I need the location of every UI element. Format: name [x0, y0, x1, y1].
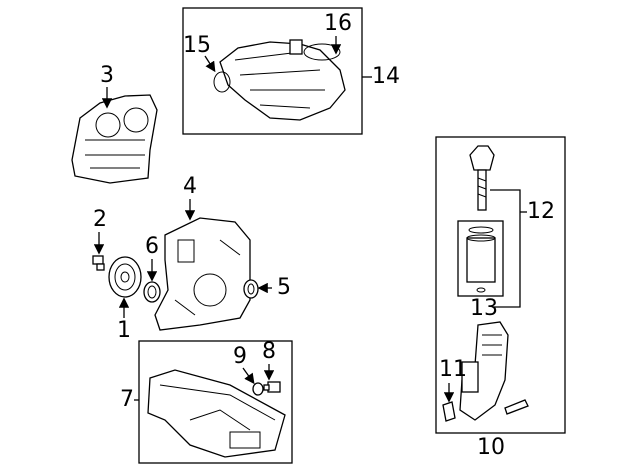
callout-7: 7	[120, 387, 134, 412]
callout-6: 6	[145, 234, 159, 259]
callout-13: 13	[470, 296, 498, 321]
callout-8: 8	[262, 339, 276, 364]
group-box-13	[457, 220, 504, 297]
seal-part-5	[243, 279, 259, 299]
engine-plate-part	[71, 94, 158, 184]
group-box-14	[182, 7, 363, 135]
callout-14: 14	[372, 64, 400, 89]
callout-3: 3	[100, 63, 114, 88]
front-seal-part-6	[143, 281, 161, 303]
clip-part-11	[442, 401, 456, 422]
intake-manifold-part	[213, 39, 346, 121]
callout-9: 9	[233, 344, 247, 369]
oil-filter-part	[466, 226, 496, 293]
callout-10: 10	[477, 435, 505, 460]
group-box-10	[435, 136, 566, 434]
filter-housing-cap-part	[469, 145, 495, 211]
callout-5: 5	[277, 275, 291, 300]
callout-16: 16	[324, 11, 352, 36]
oil-pan-part	[147, 369, 286, 458]
group-box-7	[138, 340, 293, 464]
callout-12: 12	[527, 199, 555, 224]
oil-filter-housing-part	[459, 321, 529, 421]
callout-15: 15	[183, 33, 211, 58]
callout-1: 1	[117, 318, 131, 343]
washer-part-9	[252, 382, 264, 396]
callout-2: 2	[93, 207, 107, 232]
crankshaft-pulley-part	[108, 256, 142, 298]
drain-plug-part-8	[263, 381, 281, 393]
callout-11: 11	[439, 357, 467, 382]
front-cover-part	[154, 217, 251, 331]
callout-4: 4	[183, 174, 197, 199]
bolt-part-2	[92, 255, 105, 271]
